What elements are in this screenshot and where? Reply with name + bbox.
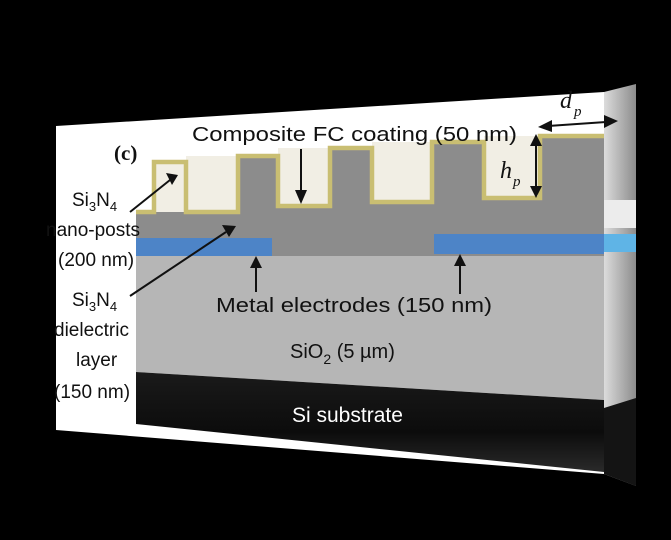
nanoposts-label-line2: nano-posts bbox=[46, 220, 140, 241]
dielectric-label-line1: Si3N4 bbox=[72, 290, 117, 314]
height-symbol: h bbox=[500, 158, 512, 184]
si-substrate-layer bbox=[136, 372, 604, 472]
height-arrowhead-top bbox=[530, 134, 542, 146]
metal-electrode-right bbox=[434, 234, 604, 254]
sio2-layer bbox=[136, 256, 604, 400]
pitch-subscript: p bbox=[573, 104, 582, 120]
si-substrate-label: Si substrate bbox=[292, 404, 403, 427]
pitch-dimension-line bbox=[547, 121, 607, 127]
panel-side-substrate bbox=[604, 398, 636, 486]
height-subscript: p bbox=[512, 174, 521, 190]
pitch-arrowhead-right bbox=[604, 115, 618, 128]
coating-label: Composite FC coating (50 nm) bbox=[192, 124, 517, 146]
dielectric-label-line3: layer bbox=[76, 350, 118, 371]
height-arrowhead-bottom bbox=[530, 186, 542, 198]
dielectric-label-line2: dielectric bbox=[54, 320, 129, 341]
panel-side-electrode bbox=[604, 234, 636, 252]
fc-coating-outline bbox=[136, 133, 604, 215]
electrode-arrowhead-left bbox=[250, 256, 262, 268]
nanoposts-arrowhead bbox=[166, 173, 178, 185]
sio2-label: SiO2 (5 µm) bbox=[290, 341, 395, 367]
panel-side-nitride bbox=[604, 200, 636, 228]
nanoposts-arrow bbox=[129, 179, 171, 213]
panel-letter: (c) bbox=[114, 141, 137, 165]
dielectric-arrow bbox=[129, 231, 227, 297]
electrode-arrowhead-right bbox=[454, 254, 466, 266]
nanoposts-label-line3: (200 nm) bbox=[58, 250, 134, 271]
electrodes-label: Metal electrodes (150 nm) bbox=[216, 295, 492, 317]
post-gap-fill bbox=[154, 136, 540, 212]
pitch-arrowhead-left bbox=[538, 120, 552, 132]
dielectric-label-line4: (150 nm) bbox=[54, 382, 130, 403]
dielectric-arrowhead bbox=[222, 225, 236, 237]
nanoposts-label-line1: Si3N4 bbox=[72, 190, 117, 214]
coating-arrowhead bbox=[295, 190, 307, 204]
pitch-symbol: d bbox=[560, 88, 573, 114]
panel-side-edge bbox=[604, 84, 636, 486]
